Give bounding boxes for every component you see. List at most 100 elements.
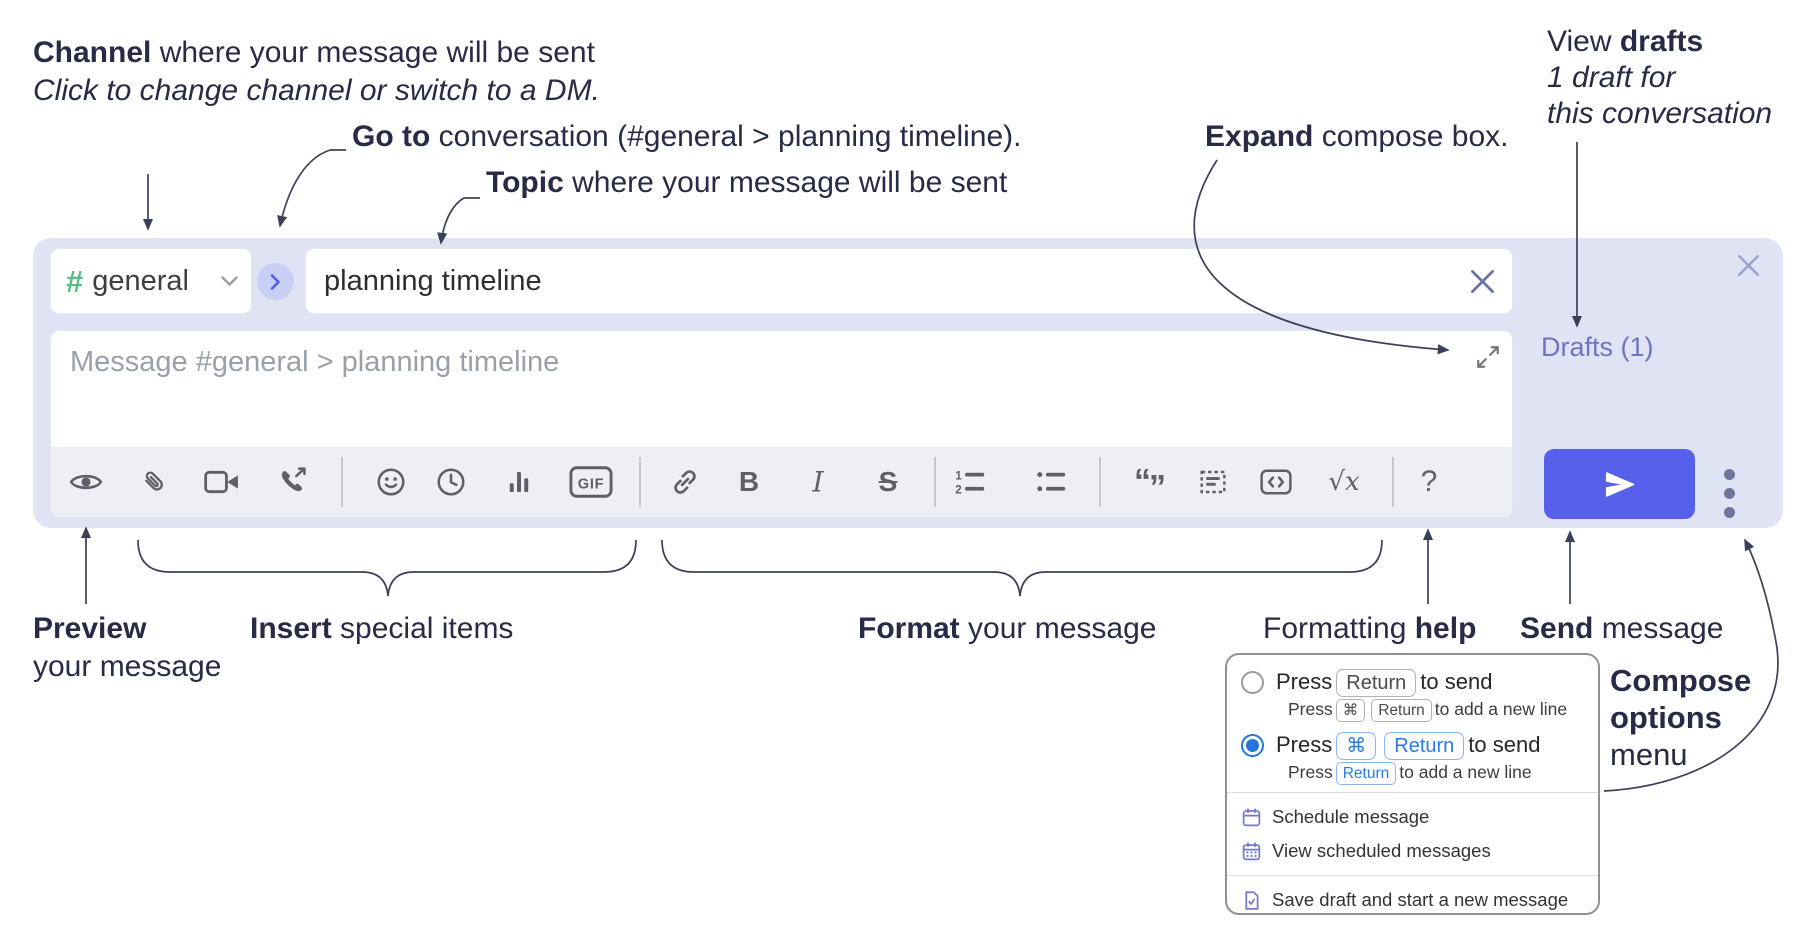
- draft-check-icon: [1245, 890, 1259, 910]
- audio-call-icon[interactable]: [277, 466, 309, 498]
- message-compose-area: GIF B I S 12 “”: [50, 330, 1513, 518]
- bold-icon[interactable]: B: [738, 466, 760, 497]
- annotation-send: Send message: [1520, 610, 1723, 648]
- annotation-insert: Insert special items: [250, 610, 513, 648]
- preview-icon[interactable]: [69, 471, 103, 494]
- poll-icon[interactable]: [504, 467, 534, 497]
- radio-unselected-icon[interactable]: [1241, 671, 1264, 694]
- toolbar-divider: [1099, 457, 1101, 507]
- quote-icon[interactable]: “”: [1134, 462, 1166, 507]
- annotation-drafts-line1: View drafts: [1547, 24, 1772, 60]
- radio-selected-icon[interactable]: [1241, 734, 1264, 757]
- chevron-right-icon: [270, 273, 280, 290]
- annotation-text: where your message will be sent: [151, 36, 595, 69]
- option-label: to add a new line: [1399, 762, 1532, 782]
- emoji-icon[interactable]: [375, 466, 407, 498]
- calendar-grid-icon: [1242, 841, 1261, 860]
- annotation-bold: Preview: [33, 612, 147, 645]
- menu-item-save-draft-new-message[interactable]: Save draft and start a new message: [1227, 883, 1598, 917]
- annotation-bold: Topic: [486, 166, 564, 199]
- annotation-topic: Topic where your message will be sent: [486, 164, 1007, 202]
- quote-open: “: [1134, 462, 1151, 501]
- formatting-help-icon[interactable]: ?: [1420, 465, 1438, 498]
- toolbar-divider: [341, 457, 343, 507]
- toolbar-divider: [1392, 457, 1394, 507]
- compose-box: # general: [33, 238, 1783, 528]
- expand-compose-icon[interactable]: [1475, 344, 1501, 375]
- topic-input-wrapper: [305, 248, 1513, 314]
- bulleted-list-icon[interactable]: [1035, 467, 1067, 497]
- annotation-bold: drafts: [1619, 25, 1704, 58]
- annotation-channel-line2: Click to change channel or switch to a D…: [33, 74, 600, 107]
- annotation-view-drafts: View drafts 1 draft for this conversatio…: [1547, 24, 1772, 132]
- annotation-channel-line1: Channel where your message will be sent: [33, 34, 600, 72]
- annotation-bold: Expand: [1205, 120, 1314, 153]
- kebab-dot: [1723, 487, 1735, 499]
- menu-divider: [1227, 792, 1598, 793]
- italic-icon[interactable]: I: [812, 465, 824, 499]
- annotation-text: where your message will be sent: [563, 166, 1008, 199]
- send-button[interactable]: [1544, 449, 1695, 519]
- annotation-text: menu: [1610, 737, 1688, 772]
- menu-item-label: Schedule message: [1272, 806, 1430, 827]
- option-label: Press: [1276, 669, 1333, 694]
- compose-options-button[interactable]: [1714, 461, 1744, 525]
- chevron-down-icon: [221, 275, 238, 286]
- kbd-return: Return: [1384, 732, 1465, 760]
- annotation-bold: Go to: [352, 120, 431, 153]
- global-time-icon[interactable]: [435, 466, 467, 498]
- calendar-icon: [1242, 807, 1261, 826]
- quote-close: ”: [1149, 468, 1166, 507]
- math-icon[interactable]: √x: [1328, 467, 1360, 497]
- annotation-bold: help: [1414, 612, 1477, 645]
- annotation-formatting-help: Formatting help: [1263, 610, 1476, 648]
- message-input[interactable]: [51, 331, 1512, 447]
- channel-selector[interactable]: # general: [50, 248, 252, 314]
- annotation-bold: Channel: [33, 36, 152, 69]
- annotation-bold: Send: [1520, 612, 1594, 645]
- kebab-dot: [1723, 506, 1735, 518]
- code-icon[interactable]: [1259, 467, 1293, 497]
- spoiler-icon[interactable]: [1197, 466, 1229, 498]
- attach-file-icon[interactable]: [138, 466, 170, 498]
- menu-item-label: View scheduled messages: [1272, 840, 1491, 861]
- annotation-text: View: [1547, 25, 1620, 58]
- svg-text:2: 2: [955, 484, 962, 497]
- option-label: to send: [1420, 669, 1493, 694]
- kbd-return: Return: [1336, 669, 1417, 697]
- annotation-text: special items: [331, 612, 514, 645]
- strikethrough-icon[interactable]: S: [878, 466, 898, 497]
- annotation-format: Format your message: [858, 610, 1156, 648]
- svg-text:GIF: GIF: [578, 477, 604, 493]
- option-label: Press: [1288, 699, 1333, 719]
- annotation-text: conversation (#general > planning timeli…: [430, 120, 1022, 153]
- menu-item-label: Save draft and start a new message: [1272, 889, 1569, 910]
- annotation-bold: Compose: [1610, 663, 1752, 698]
- close-compose-icon[interactable]: [1733, 250, 1763, 280]
- annotation-text: message: [1593, 612, 1724, 645]
- menu-item-schedule-message[interactable]: Schedule message: [1227, 800, 1598, 834]
- kbd-return: Return: [1335, 762, 1397, 785]
- topic-input[interactable]: [306, 249, 1512, 313]
- toolbar-divider: [639, 457, 641, 507]
- annotation-goto: Go to conversation (#general > planning …: [352, 118, 1022, 156]
- drafts-link[interactable]: Drafts (1): [1541, 332, 1654, 362]
- link-icon[interactable]: [669, 466, 701, 498]
- gif-icon[interactable]: GIF: [569, 466, 613, 498]
- menu-item-view-scheduled-messages[interactable]: View scheduled messages: [1227, 834, 1598, 868]
- option-label: Press: [1288, 762, 1333, 782]
- clear-topic-icon[interactable]: [1469, 268, 1496, 300]
- annotation-channel: Channel where your message will be sent …: [33, 34, 600, 110]
- video-call-icon[interactable]: [204, 470, 240, 495]
- annotation-drafts-line2: 1 draft for: [1547, 61, 1676, 94]
- go-to-conversation-button[interactable]: [257, 263, 294, 300]
- svg-text:1: 1: [955, 470, 962, 483]
- option-label: Press: [1276, 732, 1333, 757]
- channel-hash-icon: #: [66, 263, 84, 299]
